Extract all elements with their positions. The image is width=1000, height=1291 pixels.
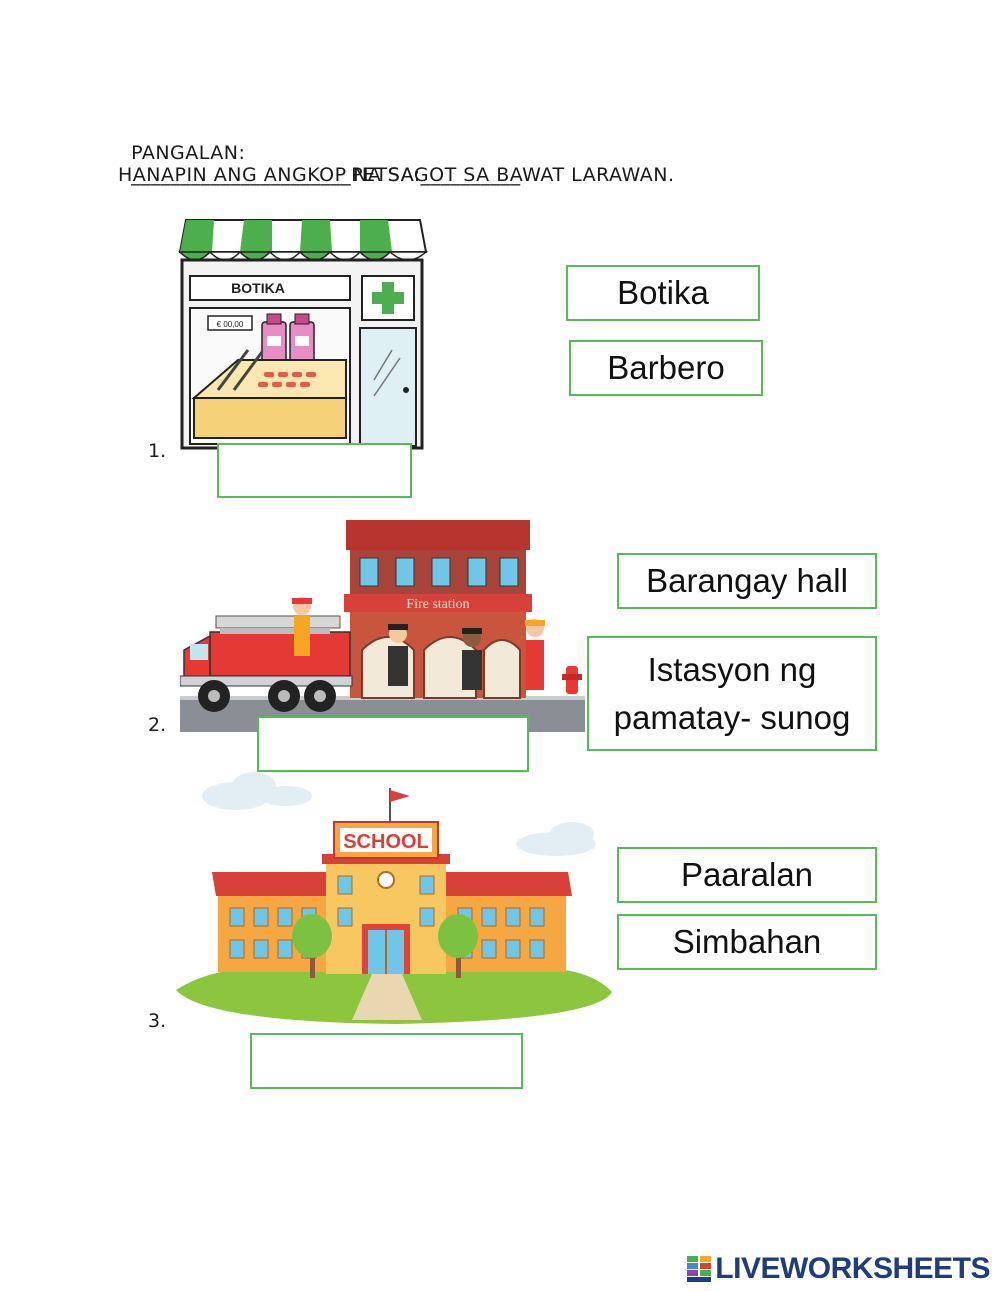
choice-simbahan[interactable]: Simbahan — [617, 914, 877, 970]
name-label: PANGALAN: — [131, 142, 246, 164]
item-3-number: 3. — [148, 1010, 167, 1032]
choice-barbero[interactable]: Barbero — [569, 340, 763, 396]
choice-botika[interactable]: Botika — [566, 265, 760, 321]
school-image: SCHOOL — [176, 772, 612, 1024]
liveworksheets-logo-text: LIVEWORKSHEETS — [715, 1252, 990, 1285]
liveworksheets-logo: LIVEWORKSHEETS — [687, 1252, 990, 1286]
school-sign-text: SCHOOL — [343, 831, 429, 853]
item-1-number: 1. — [148, 440, 167, 462]
item-2-number: 2. — [148, 714, 167, 736]
name-line: PANGALAN: ______________________PETSA:__… — [118, 120, 521, 186]
item-1-answer-box[interactable] — [217, 443, 412, 498]
item-3-answer-box[interactable] — [250, 1033, 523, 1089]
date-label: PETSA: — [351, 164, 421, 186]
choice-barangay-hall[interactable]: Barangay hall — [617, 553, 877, 609]
item-2-answer-box[interactable] — [257, 716, 529, 772]
liveworksheets-logo-icon — [687, 1256, 712, 1282]
fire-station-sign-text: Fire station — [406, 597, 469, 612]
pharmacy-sign-text: BOTIKA — [231, 280, 285, 296]
price-tag-text: € 00,00 — [217, 320, 244, 329]
name-blank: ______________________ — [131, 164, 352, 186]
choice-paaralan[interactable]: Paaralan — [617, 847, 877, 903]
date-blank: __________ — [420, 164, 521, 186]
instruction-text: HANAPIN ANG ANGKOP NA SAGOT SA BAWAT LAR… — [118, 164, 675, 186]
choice-istasyon-text: Istasyon ng pamatay- sunog — [613, 650, 851, 736]
fire-station-image: Fire station — [180, 520, 585, 732]
choice-istasyon-ng-pamatay-sunog[interactable]: Istasyon ng pamatay- sunog — [587, 636, 877, 751]
pharmacy-image: BOTIKA € 00,00 — [178, 219, 428, 450]
